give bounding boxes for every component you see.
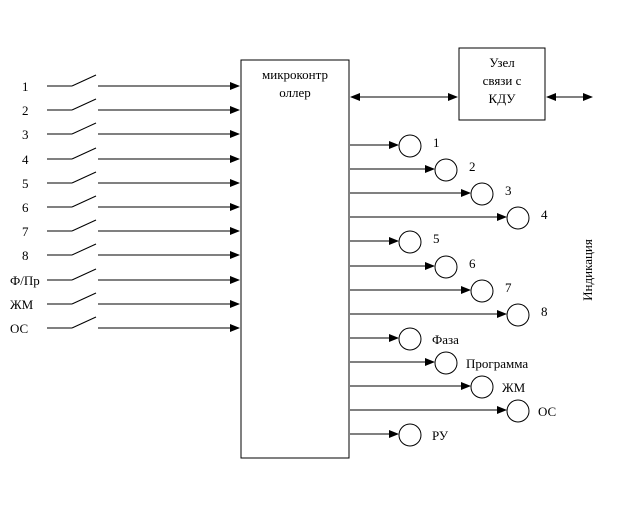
switch-contact bbox=[71, 122, 97, 135]
comm-node-block bbox=[458, 47, 546, 121]
indicator-label: Фаза bbox=[432, 332, 459, 347]
microcontroller-block bbox=[240, 59, 350, 459]
comm-node-label-line1: Узел bbox=[489, 55, 515, 70]
indicator-label: 5 bbox=[433, 231, 440, 246]
indicator-label: ЖМ bbox=[502, 380, 526, 395]
comm-node-label-line2: связи с bbox=[483, 73, 522, 88]
indicator-lamp bbox=[434, 351, 458, 375]
microcontroller-label-line2: оллер bbox=[279, 85, 311, 100]
indicator-label: Программа bbox=[466, 356, 528, 371]
input-label: 5 bbox=[22, 176, 29, 191]
indicator-label: 7 bbox=[505, 280, 512, 295]
input-label: 4 bbox=[22, 152, 29, 167]
microcontroller-label-line1: микроконтр bbox=[262, 67, 328, 82]
switch-contact bbox=[71, 268, 97, 281]
switch-contact bbox=[71, 171, 97, 184]
indicator-lamp bbox=[434, 255, 458, 279]
switch-contact bbox=[71, 195, 97, 208]
indicator-label: 4 bbox=[541, 207, 548, 222]
switch-contact bbox=[71, 316, 97, 329]
input-label: ЖМ bbox=[10, 297, 34, 312]
indicator-label: РУ bbox=[432, 428, 449, 443]
indicator-lamp bbox=[398, 230, 422, 254]
indicator-label: 2 bbox=[469, 159, 476, 174]
indicator-lamp bbox=[398, 327, 422, 351]
indicator-lamp bbox=[506, 206, 530, 230]
input-label: 1 bbox=[22, 79, 29, 94]
switch-contact bbox=[71, 147, 97, 160]
comm-node-label-line3: КДУ bbox=[489, 91, 517, 106]
indication-label: Индикация bbox=[580, 239, 595, 301]
switch-contact bbox=[71, 243, 97, 256]
indicator-lamp bbox=[470, 182, 494, 206]
input-label: 2 bbox=[22, 103, 29, 118]
indicator-lamp bbox=[434, 158, 458, 182]
input-label: 7 bbox=[22, 224, 29, 239]
input-label: 6 bbox=[22, 200, 29, 215]
input-label: 3 bbox=[22, 127, 29, 142]
switch-contact bbox=[71, 98, 97, 111]
input-label: Ф/Пр bbox=[10, 273, 40, 288]
indicator-label: 3 bbox=[505, 183, 512, 198]
indicator-lamp bbox=[506, 399, 530, 423]
indicator-label: 6 bbox=[469, 256, 476, 271]
indicator-lamp bbox=[398, 423, 422, 447]
indicator-lamp bbox=[398, 134, 422, 158]
switch-contact bbox=[71, 74, 97, 87]
indicator-label: ОС bbox=[538, 404, 556, 419]
indicator-label: 1 bbox=[433, 135, 440, 150]
switch-contact bbox=[71, 292, 97, 305]
input-label: 8 bbox=[22, 248, 29, 263]
indicator-lamp bbox=[470, 279, 494, 303]
input-label: ОС bbox=[10, 321, 28, 336]
indicator-label: 8 bbox=[541, 304, 548, 319]
indicator-lamp bbox=[506, 303, 530, 327]
indicator-lamp bbox=[470, 375, 494, 399]
switch-contact bbox=[71, 219, 97, 232]
